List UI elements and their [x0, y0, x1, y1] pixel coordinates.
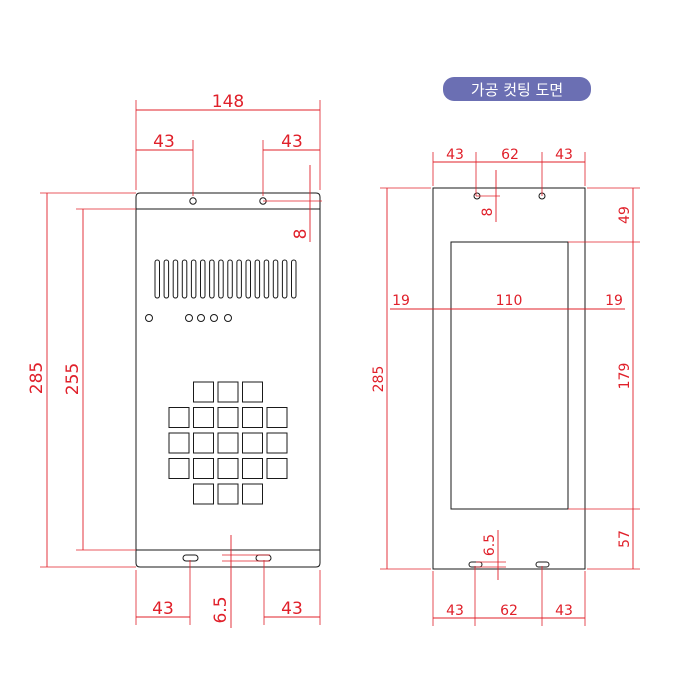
right-panel-view [432, 187, 586, 570]
keypad-key [266, 458, 288, 479]
led-indicator [224, 314, 232, 322]
dim-top-right: 43 [555, 147, 573, 163]
dim-cutout-width: 110 [496, 293, 523, 309]
left-panel-view [135, 192, 321, 568]
dim-left-hole-offset: 43 [153, 132, 175, 152]
vent-slot [172, 259, 179, 299]
keypad-key [266, 432, 288, 454]
vent-slot [245, 259, 251, 299]
dim-top-left: 43 [446, 147, 464, 163]
vent-slot [163, 259, 170, 299]
right-panel-cutout [450, 241, 569, 510]
dim-bottom-margin: 57 [617, 530, 633, 548]
right-bottom-slot-left [468, 561, 483, 568]
dim-top-hole-drop: 8 [291, 229, 311, 240]
keypad-buttons [168, 381, 288, 505]
dim-cutout-height: 179 [617, 363, 633, 390]
vent-slot [254, 259, 261, 299]
vent-slot [263, 259, 270, 299]
dim-right-top-hole-drop: 8 [480, 208, 496, 217]
led-indicator [145, 314, 153, 322]
dim-bottom-slot-height: 6.5 [211, 596, 231, 623]
keypad-key [217, 483, 239, 505]
keypad-key [242, 458, 263, 479]
right-dimensions: 43 62 43 8 49 179 57 285 19 110 19 [371, 147, 640, 626]
vent-slot [236, 259, 242, 299]
right-panel-outline [432, 187, 586, 570]
title-badge: 가공 컷팅 도면 [443, 77, 591, 101]
dim-overall-height: 285 [27, 362, 47, 394]
vent-slot [291, 259, 297, 299]
dim-left-margin: 19 [392, 293, 410, 309]
keypad-key [217, 458, 239, 479]
dim-bottom-left: 43 [446, 603, 464, 619]
led-indicator [185, 314, 193, 322]
keypad-key [168, 407, 190, 428]
vent-slot [209, 259, 215, 299]
vent-slot [181, 259, 188, 299]
left-dimensions: 148 43 43 8 285 255 43 43 [27, 92, 322, 628]
vent-slot [190, 259, 197, 299]
keypad-key [217, 432, 239, 454]
dim-bottom-left-offset: 43 [152, 599, 174, 619]
keypad-key [242, 483, 263, 505]
keypad-key [193, 483, 214, 505]
dim-right-margin: 19 [605, 293, 623, 309]
keypad-key [168, 458, 190, 479]
dim-right-bottom-slot-height: 6.5 [482, 534, 498, 556]
keypad-key [217, 381, 239, 403]
led-indicator [210, 314, 218, 322]
keypad-key [217, 407, 239, 428]
dim-right-overall-height: 285 [371, 366, 387, 393]
vent-slot [272, 259, 279, 299]
dim-inner-height: 255 [63, 363, 83, 395]
speaker-vent-slots [154, 259, 297, 299]
dim-bottom-mid: 62 [500, 603, 518, 619]
dim-overall-width: 148 [212, 92, 244, 112]
title-badge-text: 가공 컷팅 도면 [471, 81, 563, 99]
left-top-hole-left [189, 197, 197, 205]
dim-top-margin: 49 [617, 206, 633, 224]
vent-slot [227, 259, 233, 299]
dim-top-mid: 62 [501, 147, 519, 163]
keypad-key [193, 381, 214, 403]
indicator-leds [145, 314, 232, 322]
keypad-key [193, 432, 214, 454]
left-bottom-slot-right [255, 554, 272, 562]
keypad-key [193, 458, 214, 479]
keypad-key [242, 407, 263, 428]
vent-slot [154, 259, 160, 299]
right-bottom-slot-right [535, 561, 550, 568]
keypad-key [168, 432, 190, 454]
dim-bottom-right-offset: 43 [281, 599, 303, 619]
left-bottom-slot-left [182, 554, 199, 562]
vent-slot [200, 259, 206, 299]
keypad-key [242, 381, 263, 403]
vent-slot [218, 259, 224, 299]
dim-right-hole-offset: 43 [281, 132, 303, 152]
keypad-key [193, 407, 214, 428]
keypad-key [242, 432, 263, 454]
vent-slot [281, 259, 288, 299]
led-indicator [197, 314, 205, 322]
left-panel-outline [135, 192, 321, 568]
keypad-key [266, 407, 288, 428]
dim-bottom-right: 43 [555, 603, 573, 619]
